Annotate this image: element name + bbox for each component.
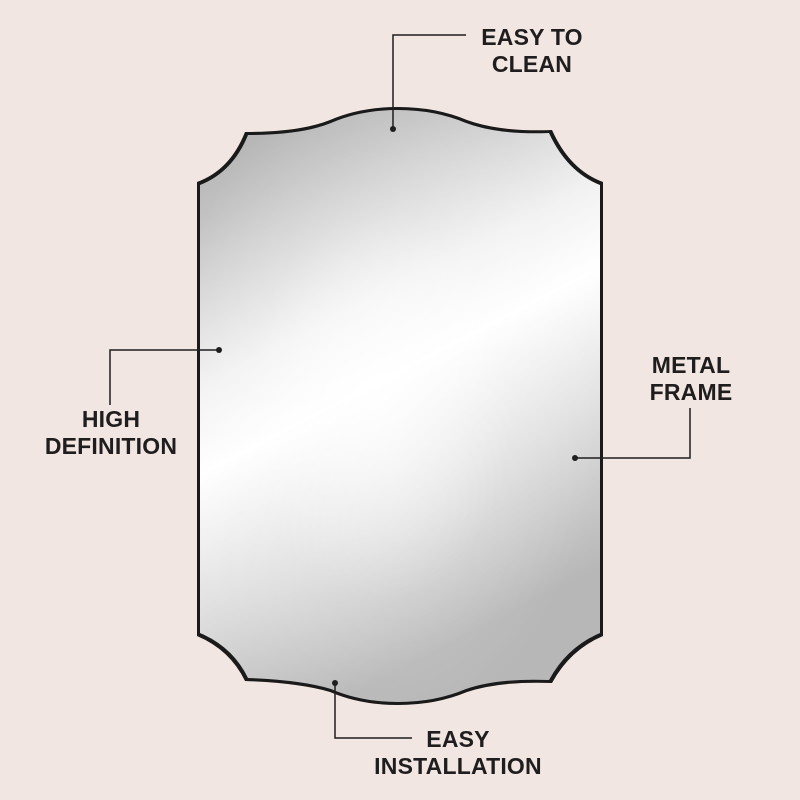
high-definition-leader [109,349,219,405]
high-definition-line1: HIGH [81,406,141,432]
easy-installation-leader [334,683,412,739]
easy-installation-line2: INSTALLATION [374,753,542,779]
metal-frame-line1: METAL [651,352,731,378]
callout-lines [109,34,691,739]
high-definition-dot [216,347,222,353]
easy-installation-label: EASY INSTALLATION [358,726,558,780]
easy-to-clean-leader [392,34,466,129]
metal-frame-leader [575,408,691,459]
mirror [197,107,603,705]
easy-installation-line1: EASY [426,726,490,752]
metal-frame-label: METAL FRAME [626,352,756,406]
easy-to-clean-dot [390,126,396,132]
metal-frame-line2: FRAME [649,379,733,405]
high-definition-label: HIGH DEFINITION [26,406,196,460]
easy-to-clean-line2: CLEAN [491,51,573,77]
mirror-shine [200,110,600,702]
high-definition-line2: DEFINITION [44,433,178,459]
easy-to-clean-label: EASY TO CLEAN [462,24,602,78]
easy-installation-dot [332,680,338,686]
metal-frame-dot [572,455,578,461]
easy-to-clean-line1: EASY TO [481,24,583,50]
